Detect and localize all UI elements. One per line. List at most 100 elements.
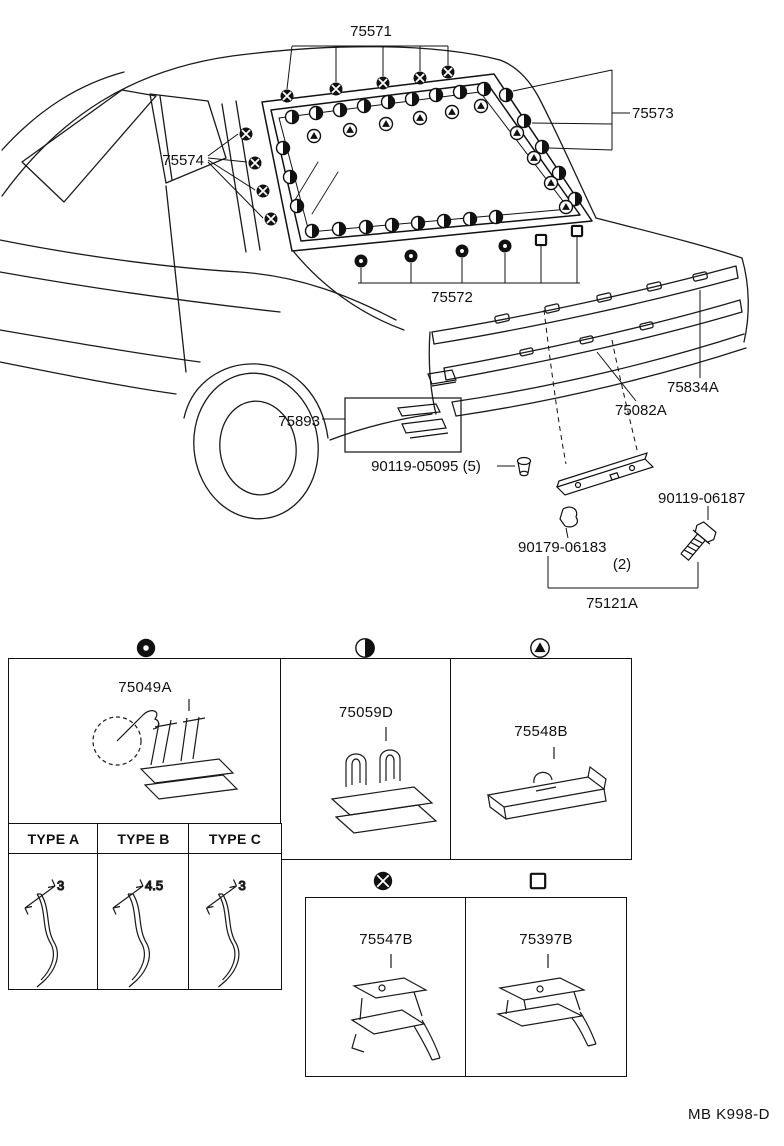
clip-symbol-x <box>329 82 343 96</box>
clip-symbol-half <box>308 105 324 121</box>
clip-drawing-75397B <box>496 954 597 1047</box>
clip-symbol-half <box>462 211 478 227</box>
legend-cell-75397B: 75397B <box>465 897 627 1077</box>
car-body-line-art <box>0 46 749 520</box>
legend-cell-75049A: 75049A <box>8 658 282 825</box>
clip-symbol-half <box>452 84 468 100</box>
callout-90119-05095: 90119-05095 (5) <box>371 458 481 475</box>
type-c-dimension: 3 <box>239 878 246 893</box>
type-a-header: TYPE A <box>8 823 99 855</box>
grommet-drawing <box>516 456 532 477</box>
clip-symbol-half <box>358 219 374 235</box>
clip-symbol-dot <box>455 244 469 258</box>
type-a-label: TYPE A <box>27 831 80 847</box>
clip-drawing-75059D <box>330 727 438 834</box>
clip-symbol-half <box>384 217 400 233</box>
callout-75082A: 75082A <box>615 402 667 419</box>
type-a-dimension: 3 <box>57 878 64 893</box>
callout-75571: 75571 <box>350 23 392 40</box>
clip-symbol-half <box>332 102 348 118</box>
type-b-label: TYPE B <box>117 831 170 847</box>
clip-symbol-x <box>239 127 253 141</box>
clip-symbol-sq <box>570 224 584 238</box>
clip-symbol-tri <box>342 122 358 138</box>
clip-symbol-x <box>413 71 427 85</box>
clip-symbol-sq <box>534 233 548 247</box>
bolt-drawing <box>680 521 717 562</box>
clip-symbol-tri <box>412 110 428 126</box>
clip-nut-drawing <box>559 506 578 528</box>
type-c-profile-cell: 3 <box>188 853 282 990</box>
type-b-profile-drawing: 4.5 <box>112 877 164 988</box>
type-c-profile-drawing: 3 <box>205 877 246 988</box>
clip-symbol-half <box>551 165 567 181</box>
symbol-75547B <box>372 870 394 892</box>
legend-cell-75548B: 75548B <box>450 658 632 860</box>
clip-symbol-half <box>275 140 291 156</box>
clip-symbol-tri <box>444 104 460 120</box>
type-b-dimension: 4.5 <box>145 878 163 893</box>
type-c-label: TYPE C <box>208 831 262 847</box>
clip-symbol-dot <box>354 254 368 268</box>
clip-symbol-half <box>567 191 583 207</box>
part-number-75049A: 75049A <box>118 679 172 696</box>
clip-symbol-half <box>356 98 372 114</box>
clip-symbol-half <box>331 221 347 237</box>
type-a-profile-cell: 3 <box>8 853 99 990</box>
clip-drawing-75548B <box>486 747 607 820</box>
page-code: MB K998-D <box>687 1106 770 1123</box>
clip-symbol-half <box>404 91 420 107</box>
clip-symbol-half <box>289 198 305 214</box>
clip-symbol-dot <box>404 249 418 263</box>
clip-symbol-half <box>410 215 426 231</box>
clip-symbol-x <box>248 156 262 170</box>
symbol-75548B <box>529 637 551 659</box>
clip-symbol-half <box>436 213 452 229</box>
clip-symbol-tri <box>509 125 525 141</box>
legend-cell-75059D: 75059D <box>280 658 452 860</box>
callout-75572: 75572 <box>431 289 473 306</box>
symbol-75049A <box>135 637 157 659</box>
clip-symbol-layer <box>239 65 584 268</box>
clip-symbol-half <box>284 109 300 125</box>
clip-symbol-half <box>488 209 504 225</box>
part-number-75547B: 75547B <box>359 931 413 948</box>
type-b-profile-cell: 4.5 <box>97 853 190 990</box>
symbol-75397B <box>527 870 549 892</box>
clip-symbol-half <box>428 87 444 103</box>
clip-symbol-x <box>264 212 278 226</box>
clip-symbol-half <box>498 87 514 103</box>
clip-symbol-tri <box>526 150 542 166</box>
part-number-75059D: 75059D <box>338 704 394 721</box>
callout-90179-06183: 90179-06183 <box>518 539 606 556</box>
clip-symbol-dot <box>498 239 512 253</box>
clip-symbol-half <box>476 81 492 97</box>
callout-75574: 75574 <box>162 152 204 169</box>
callout-90119-06187: 90119-06187 <box>658 490 745 507</box>
clip-symbol-half <box>282 169 298 185</box>
lower-moulding-detail-box <box>344 369 462 453</box>
type-b-header: TYPE B <box>97 823 190 855</box>
clip-symbol-half <box>516 113 532 129</box>
clip-symbol-tri <box>473 98 489 114</box>
clip-symbol-tri <box>378 116 394 132</box>
clip-symbol-half <box>534 139 550 155</box>
callout-75121A: 75121A <box>586 595 638 612</box>
clip-symbol-half <box>380 94 396 110</box>
clip-drawing-75049A <box>92 699 239 800</box>
clip-symbol-half <box>304 223 320 239</box>
type-a-profile-drawing: 3 <box>24 877 65 988</box>
callout-75893: 75893 <box>278 413 320 430</box>
clip-symbol-x <box>280 89 294 103</box>
callout-75834A: 75834A <box>667 379 719 396</box>
type-c-header: TYPE C <box>188 823 282 855</box>
callout-labels: 75571 75573 75574 75572 75834A 75082A 75… <box>162 23 745 612</box>
symbol-75059D <box>354 637 376 659</box>
callout-75573: 75573 <box>632 105 674 122</box>
clip-symbol-tri <box>306 128 322 144</box>
clip-symbol-tri <box>543 175 559 191</box>
part-number-75548B: 75548B <box>514 723 568 740</box>
retainer-strip-drawing <box>555 452 655 496</box>
